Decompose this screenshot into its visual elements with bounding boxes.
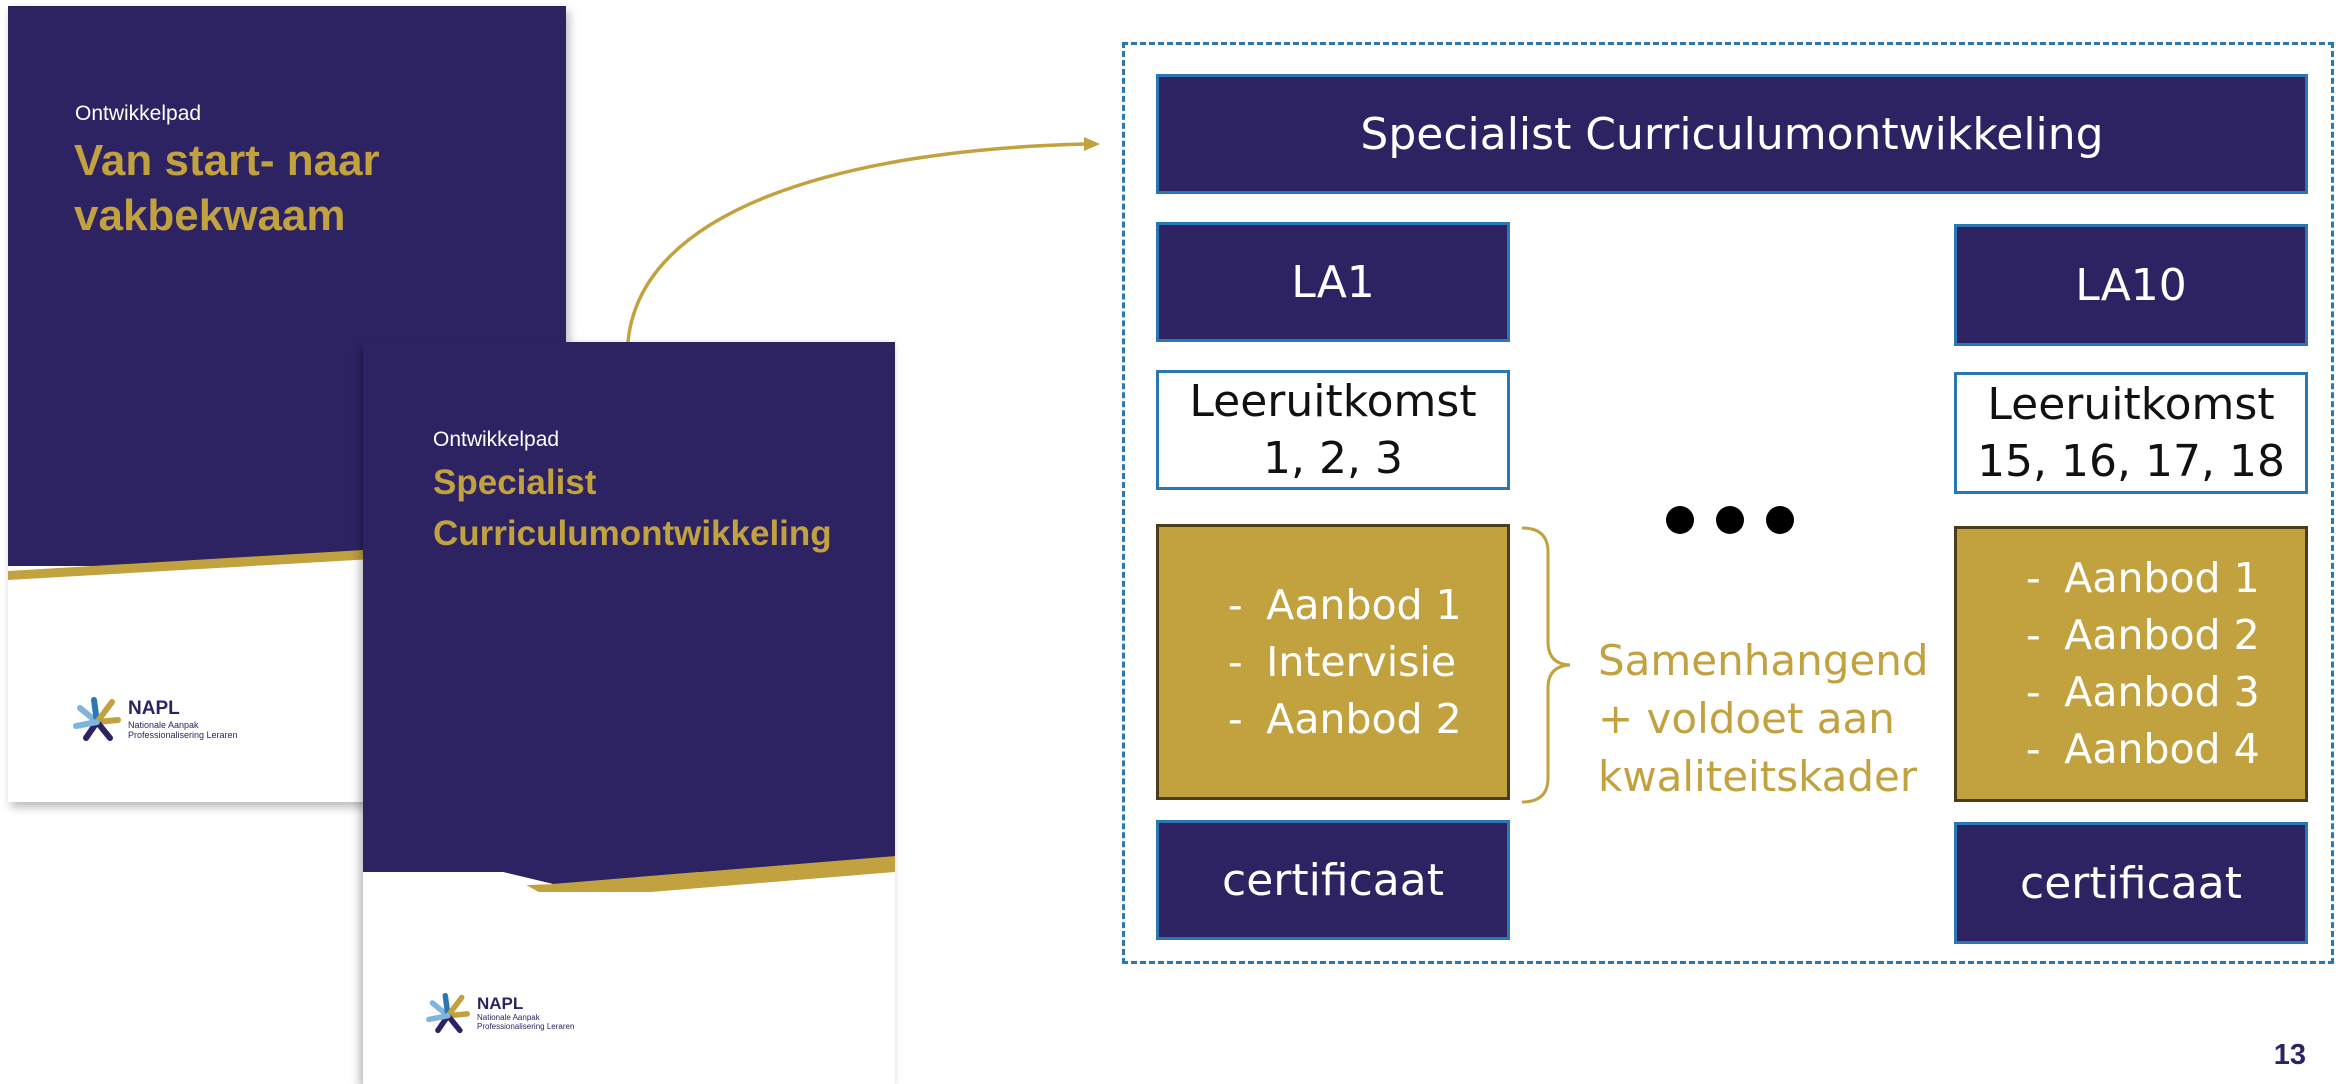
leeruitkomst-numbers: 1, 2, 3 xyxy=(1263,433,1403,484)
aanbod-right-list: -Aanbod 1 -Aanbod 2 -Aanbod 3 -Aanbod 4 xyxy=(2002,550,2260,778)
list-item: -Intervisie xyxy=(1227,637,1457,686)
cover-gold-wave xyxy=(363,836,895,892)
diagram-frame xyxy=(1122,42,2334,964)
list-item: -Aanbod 2 xyxy=(2025,611,2260,659)
napl-logo: NAPL Nationale Aanpak Professionaliserin… xyxy=(72,696,238,742)
cover-kicker: Ontwikkelpad xyxy=(75,102,202,125)
page-number: 13 xyxy=(2273,1039,2306,1071)
logo-subtitle-2: Professionalisering Leraren xyxy=(477,1022,575,1031)
list-item: -Aanbod 3 xyxy=(2025,668,2260,716)
leeruitkomst-right-box: Leeruitkomst 15, 16, 17, 18 xyxy=(1954,372,2308,494)
logo-subtitle-2: Professionalisering Leraren xyxy=(128,730,238,740)
brochure-cover-specialist: Ontwikkelpad Specialist Curriculumontwik… xyxy=(363,342,895,1084)
leeruitkomst-label: Leeruitkomst xyxy=(1189,375,1477,427)
cover-title: Van start- naar vakbekwaam xyxy=(74,136,380,240)
certificaat-right-box: certificaat xyxy=(1954,822,2308,944)
napl-logo-icon xyxy=(73,697,121,741)
certificaat-left-box: certificaat xyxy=(1156,820,1510,940)
aanbod-left-list: -Aanbod 1 -Intervisie -Aanbod 2 xyxy=(1204,577,1462,748)
la10-box: LA10 xyxy=(1954,224,2308,346)
leeruitkomst-label: Leeruitkomst xyxy=(1987,378,2275,430)
cover-title: Specialist Curriculumontwikkeling xyxy=(433,463,832,553)
leeruitkomst-numbers: 15, 16, 17, 18 xyxy=(1977,436,2285,487)
cover-kicker: Ontwikkelpad xyxy=(433,428,560,451)
logo-subtitle-1: Nationale Aanpak xyxy=(477,1013,540,1023)
list-item: -Aanbod 4 xyxy=(2025,725,2260,773)
samenhangend-text: Samenhangend + voldoet aan kwaliteitskad… xyxy=(1598,636,1929,801)
ellipsis-dots xyxy=(1666,506,1794,534)
list-item: -Aanbod 1 xyxy=(1227,580,1462,629)
list-item: -Aanbod 2 xyxy=(1227,694,1462,743)
aanbod-right-box: -Aanbod 1 -Aanbod 2 -Aanbod 3 -Aanbod 4 xyxy=(1954,526,2308,802)
curly-bracket xyxy=(1521,526,1571,804)
list-item: -Aanbod 1 xyxy=(2025,554,2260,602)
la1-box: LA1 xyxy=(1156,222,1510,342)
logo-name: NAPL xyxy=(128,697,180,719)
cover-navy-panel xyxy=(363,342,895,872)
header-box: Specialist Curriculumontwikkeling xyxy=(1156,74,2308,194)
logo-name: NAPL xyxy=(477,994,524,1014)
aanbod-left-box: -Aanbod 1 -Intervisie -Aanbod 2 xyxy=(1156,524,1510,800)
dot xyxy=(1716,506,1744,534)
leeruitkomst-left-box: Leeruitkomst 1, 2, 3 xyxy=(1156,370,1510,490)
napl-logo-icon xyxy=(426,992,470,1034)
dot xyxy=(1666,506,1694,534)
napl-logo: NAPL Nationale Aanpak Professionaliserin… xyxy=(425,992,574,1034)
logo-subtitle-1: Nationale Aanpak xyxy=(128,719,199,730)
dot xyxy=(1766,506,1794,534)
connector-arrow xyxy=(626,137,1100,343)
